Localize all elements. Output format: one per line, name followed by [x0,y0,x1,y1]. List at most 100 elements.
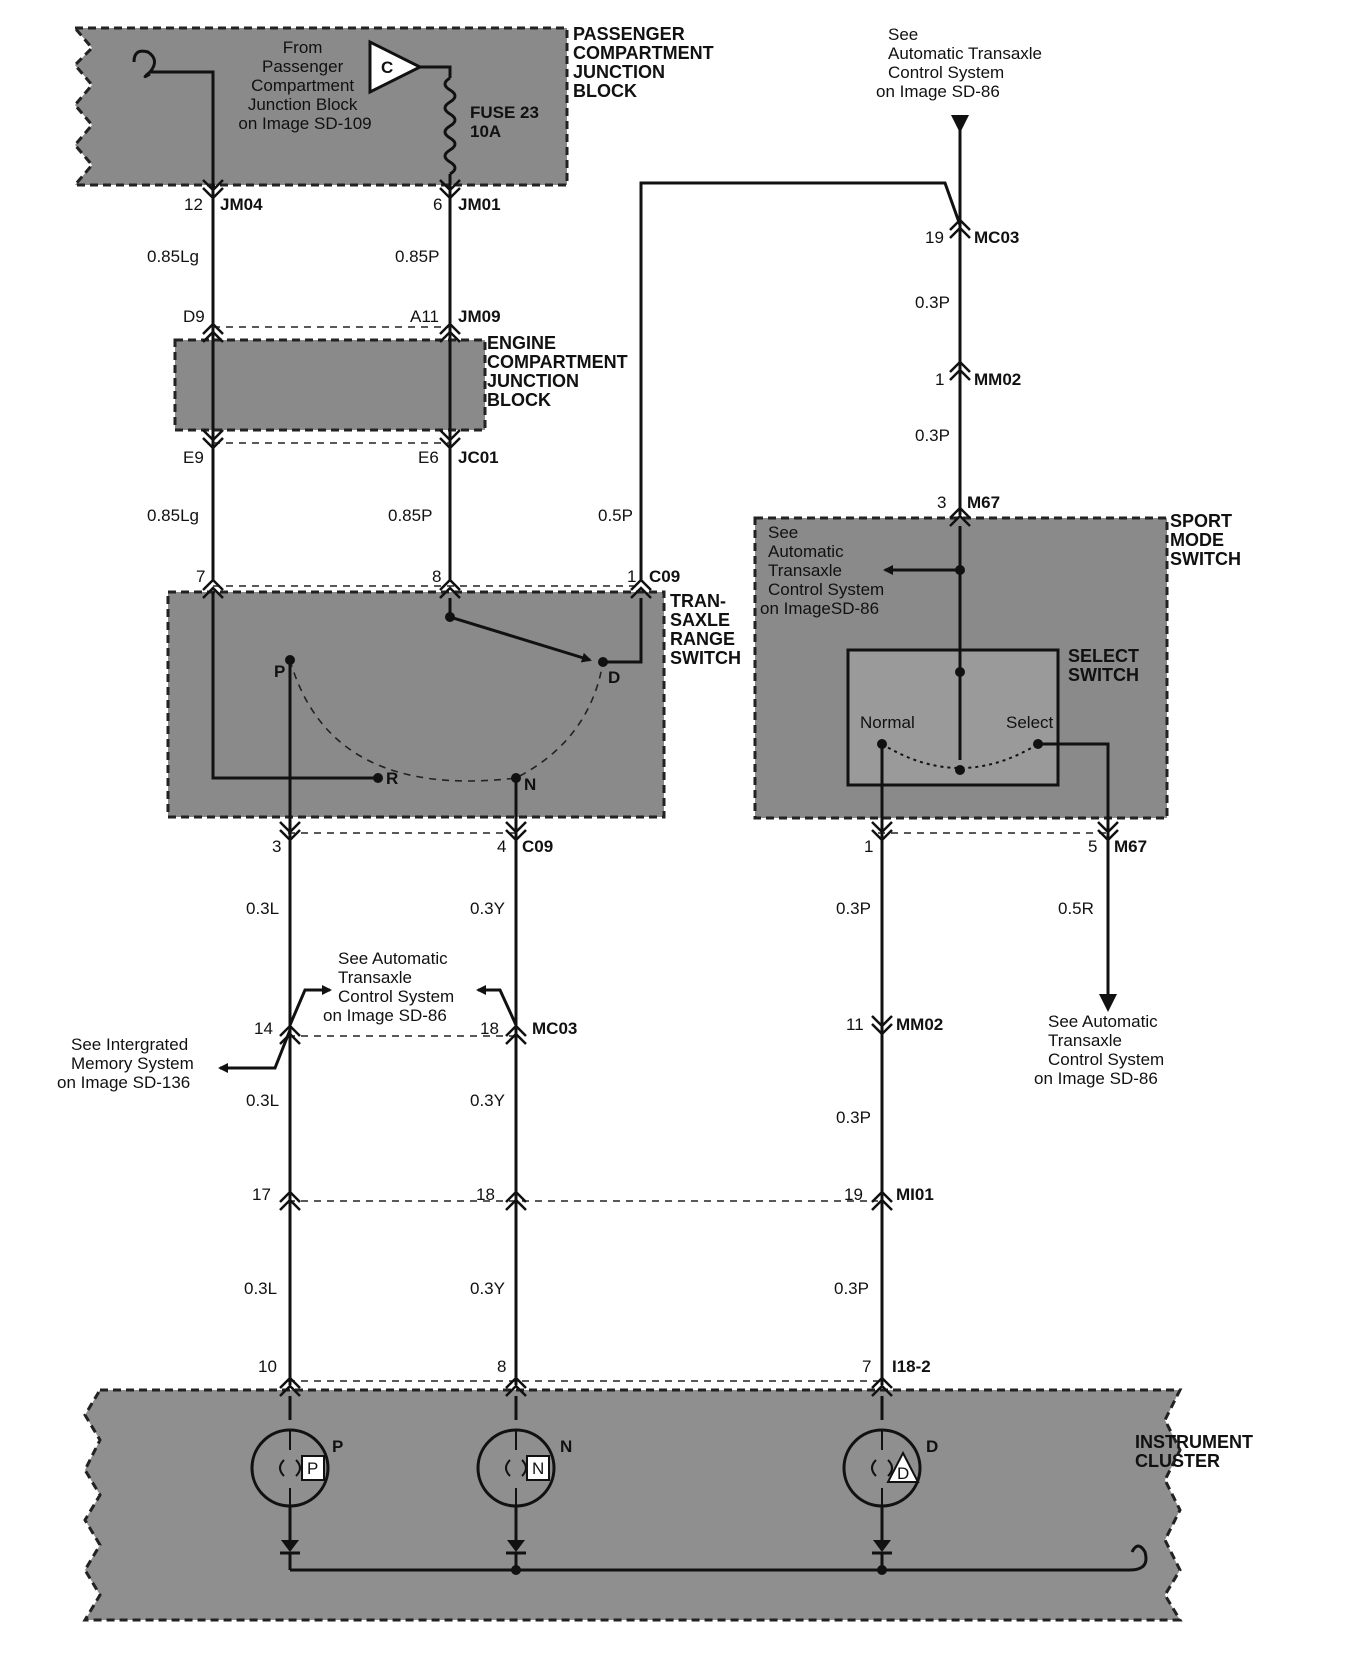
note-line: Transaxle [768,561,842,580]
note-line: Compartment [251,76,354,95]
wire-spec: 0.85Lg [147,247,199,266]
engine-junction-title: ENGINE COMPARTMENT JUNCTION BLOCK [487,333,633,410]
arrow-down-icon [951,115,969,133]
passenger-junction-title: PASSENGER COMPARTMENT JUNCTION BLOCK [573,24,719,101]
title-line: INSTRUMENT [1135,1432,1253,1452]
pin-label: 5 [1088,837,1097,856]
wire-c09-loop [639,181,962,580]
title-line: MODE [1170,530,1224,550]
note-line: Passenger [262,57,344,76]
title-line: BLOCK [573,81,637,101]
connector-label: MM02 [896,1015,943,1034]
pin-label: A11 [410,307,439,326]
note-line: Transaxle [1048,1031,1122,1050]
connector-label: MC03 [532,1019,577,1038]
note-line: on ImageSD-86 [760,599,879,618]
pin-label: 8 [497,1357,506,1376]
select-pos-normal: Normal [860,713,915,732]
note-line: Control System [338,987,454,1006]
transaxle-switch-title: TRAN- SAXLE RANGE SWITCH [670,591,741,668]
instrument-cluster-box [82,1388,1183,1622]
power-source-symbol: C [381,58,393,77]
pin-label: 1 [935,370,944,389]
note-line: From [283,38,323,57]
see-memory-note: See Intergrated Memory System on Image S… [57,1035,199,1092]
note-line: See Intergrated [71,1035,188,1054]
connector-label: JM04 [220,195,263,214]
pin-label: E9 [183,448,204,467]
connector-label: JM01 [458,195,501,214]
arrow-down-icon [1099,994,1117,1012]
wire-reverse-route [211,592,375,780]
note-line: on Image SD-86 [876,82,1000,101]
select-pos-select: Select [1006,713,1054,732]
contact-p-dot [285,655,295,665]
title-line: JUNCTION [573,62,665,82]
select-arc [881,743,1039,769]
sport-junction-dot [955,565,965,575]
title-line: RANGE [670,629,735,649]
pin-label: 11 [846,1015,864,1034]
pin-label: 18 [476,1185,495,1204]
connector-chevrons [202,179,971,599]
pin-label: 18 [480,1019,499,1038]
switch-pos-p: P [274,662,285,681]
connector-label: JC01 [458,448,499,467]
select-pivot-dot [955,765,965,775]
transaxle-range-switch-box [166,590,666,819]
title-line: SWITCH [1170,549,1241,569]
note-line: Automatic Transaxle [888,44,1042,63]
title-line: SWITCH [1068,665,1139,685]
note-line: on Image SD-86 [323,1006,447,1025]
select-junction-dot [955,667,965,677]
wire-spec: 0.3L [246,899,279,918]
instrument-cluster-title: INSTRUMENT CLUSTER [1135,1432,1258,1471]
contact-d-dot [598,657,608,667]
connector-label: M67 [1114,837,1147,856]
lamp-d-label: D [926,1437,938,1456]
note-line: Control System [1048,1050,1164,1069]
wire-atcs-branch-left [288,985,332,1026]
wire-spec: 0.3Y [470,1279,505,1298]
title-line: TRAN- [670,591,726,611]
indicator-lamp-n: N N [476,1396,572,1570]
wire-spec: 0.5R [1058,899,1094,918]
title-line: ENGINE [487,333,556,353]
pin-label: 19 [925,228,944,247]
select-switch-title: SELECT SWITCH [1068,646,1144,685]
pin-label: 1 [627,567,636,586]
note-line: See [768,523,798,542]
lamp-n-symbol: N [532,1459,544,1478]
lamp-d-symbol: D [897,1464,909,1483]
see-atcs-sport-note: See Automatic Transaxle Control System o… [760,523,889,618]
note-line: See Automatic [338,949,448,968]
wire-atcs-branch-right [476,985,518,1026]
connector-label: M67 [967,493,1000,512]
wire-spec: 0.3L [246,1091,279,1110]
title-line: JUNCTION [487,371,579,391]
wire-select-out [1038,742,1110,820]
from-passenger-note: From Passenger Compartment Junction Bloc… [238,38,371,133]
see-atcs-mid-note: See Automatic Transaxle Control System o… [323,949,459,1025]
pin-label: E6 [418,448,439,467]
pin-label: 10 [258,1357,277,1376]
note-line: Automatic [768,542,844,561]
note-line: Memory System [71,1054,194,1073]
connector-chevrons-lower [279,821,1119,1397]
pin-label: 7 [862,1357,871,1376]
indicator-lamp-p: P P [250,1396,343,1570]
pin-label: 3 [272,837,281,856]
connector-label: C09 [649,567,680,586]
ground-hook-icon [1129,1544,1148,1572]
power-source-icon [368,39,424,95]
ground-junction-dot [877,1565,887,1575]
wire-spec: 0.3P [915,426,950,445]
connector-label: MM02 [974,370,1021,389]
fuse-icon [443,76,457,176]
fuse-name: FUSE 23 [470,103,539,122]
wire-spec: 0.3P [834,1279,869,1298]
note-line: on Image SD-109 [238,114,371,133]
wire-fuse-feed [420,65,452,78]
wire-spec: 0.3P [836,1108,871,1127]
pin-label: 19 [844,1185,863,1204]
